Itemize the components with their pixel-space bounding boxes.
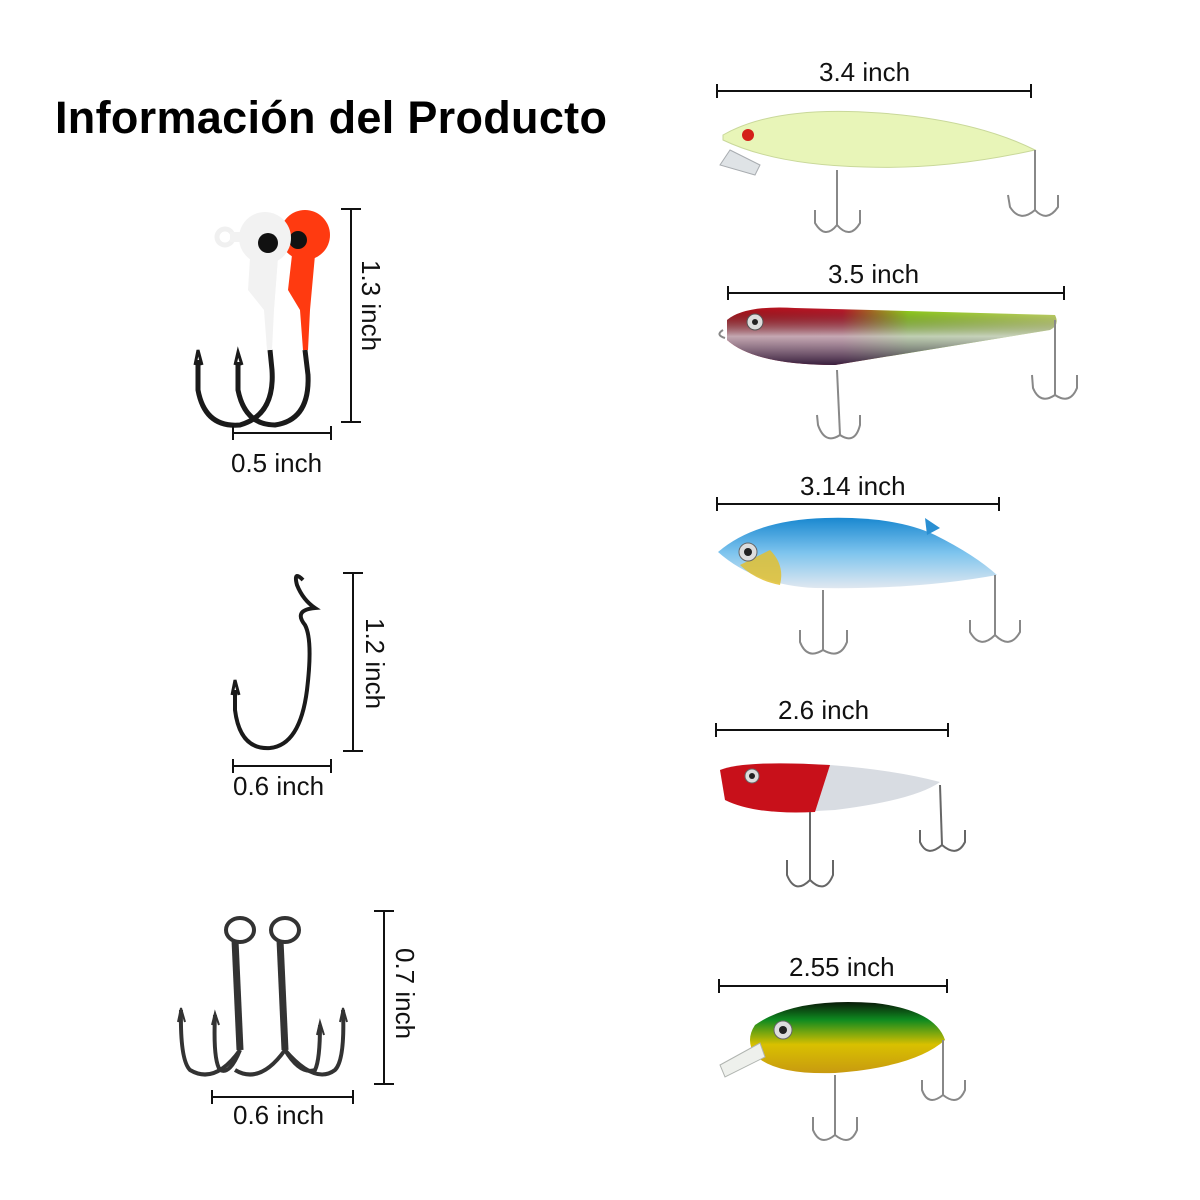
- height-dimension-line: [374, 910, 394, 1085]
- height-label: 1.2 inch: [360, 618, 390, 710]
- height-label: 0.7 inch: [390, 948, 420, 1040]
- height-dimension-line: [343, 572, 363, 752]
- length-dimension-line: [716, 84, 1032, 98]
- width-dimension-line: [232, 759, 332, 773]
- length-label: 3.4 inch: [819, 57, 911, 87]
- jig-head-hook-image: [193, 210, 330, 428]
- length-label: 3.5 inch: [828, 259, 920, 289]
- page-title: Información del Producto: [55, 92, 608, 143]
- worm-hook-image: [230, 574, 321, 751]
- length-dimension-line: [716, 497, 1000, 511]
- treble-hook-image: [177, 916, 348, 1077]
- minnow-lure-image: [719, 110, 1059, 233]
- width-dimension-line: [211, 1090, 354, 1104]
- popper-lure-image: [720, 763, 966, 888]
- crankbait-lure-image: [719, 1001, 966, 1141]
- width-dimension-line: [232, 426, 332, 440]
- length-label: 2.55 inch: [789, 952, 895, 982]
- length-dimension-line: [715, 723, 949, 737]
- width-label: 0.5 inch: [231, 448, 323, 478]
- length-dimension-line: [718, 979, 948, 993]
- height-label: 1.3 inch: [356, 260, 386, 352]
- width-label: 0.6 inch: [233, 1100, 325, 1130]
- length-label: 2.6 inch: [778, 695, 870, 725]
- length-label: 3.14 inch: [800, 471, 906, 501]
- vib-lure-image: [718, 517, 1021, 655]
- height-dimension-line: [341, 208, 361, 423]
- length-dimension-line: [727, 286, 1065, 300]
- pencil-lure-image: [718, 307, 1078, 440]
- width-label: 0.6 inch: [233, 771, 325, 801]
